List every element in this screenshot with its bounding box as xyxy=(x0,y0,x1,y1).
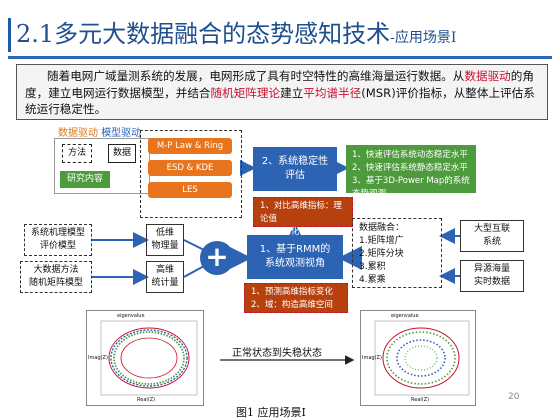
result-3d-power-map: 3、基于3D-Power Map的系统态势观测 xyxy=(352,176,470,199)
fusion-item: 1.矩阵增广 xyxy=(359,236,404,246)
intro-highlight-data-driven: 数据驱动 xyxy=(464,69,511,83)
ring-law-plot-unstable: eigenvalue Real(Z) Imag(Z) xyxy=(360,310,476,406)
method-esd-kde: ESD & KDE xyxy=(148,160,232,176)
result-dynamic: 1、快速评估系统动态稳定水平 xyxy=(352,150,468,160)
intro-text-1: 随着电网广域量测系统的发展，电网形成了具有时空特性的高维海量运行数据。从 xyxy=(47,69,465,83)
transition-label: 正常状态到失稳状态 xyxy=(232,348,322,359)
fusion-title: 数据融合： xyxy=(359,223,405,233)
low-dim-physical: 低维 物理量 xyxy=(146,224,184,256)
ring-law-plot-normal: eigenvalue Real(Z) Imag(Z) xyxy=(86,310,204,406)
legend-title: 数据驱动 模型驱动 xyxy=(58,124,141,139)
hetero-data-line1: 异源海量 xyxy=(473,264,510,274)
high-dim-statistical: 高维 统计量 xyxy=(146,261,184,293)
low-dim-line2: 物理量 xyxy=(151,241,179,251)
rmm-point-1: 1、预测高维指标变化 xyxy=(251,287,333,297)
stability-points: 1、对比高维指标：理论值 2、可视化：3D Power Map xyxy=(253,197,353,250)
rmm-points: 1、预测高维指标变化 2、域：构造高维空间 xyxy=(244,283,348,313)
big-data-model-line1: 大数据方法 xyxy=(33,265,79,275)
fusion-item: 4.累乘 xyxy=(359,275,386,285)
method-mp-ring-law: M-P Law & Ring Law xyxy=(148,138,232,167)
title-divider xyxy=(8,56,552,59)
plot-left-ylabel: Imag(Z) xyxy=(88,355,108,361)
plot-right-xlabel: Real(Z) xyxy=(411,397,430,403)
low-dim-line1: 低维 xyxy=(155,228,174,238)
intro-highlight-msr: 平均谱半径 xyxy=(303,85,362,100)
mechanism-model-line2: 评价模型 xyxy=(39,241,76,251)
stability-point-1: 1、对比高维指标：理论值 xyxy=(260,201,342,224)
page-title-suffix: -应用场景I xyxy=(390,30,457,46)
rmm-box-line2: 系统观测视角 xyxy=(265,258,325,269)
figure-caption: 图1 应用场景I xyxy=(236,406,306,419)
intro-text-4: (MSR)评价指标，从整体上评估系统运行稳定性。 xyxy=(25,85,535,117)
intro-highlight-rmt: 随机矩阵理论 xyxy=(210,85,281,100)
large-system-line1: 大型互联 xyxy=(473,224,510,234)
heterogeneous-realtime-data: 异源海量 实时数据 xyxy=(460,260,524,292)
plot-left-legend: eigenvalue xyxy=(117,313,145,319)
fusion-item: 3.累积 xyxy=(359,262,386,272)
stability-results: 1、快速评估系统动态稳定水平 2、快速评估系统静态稳定水平 3、基于3D-Pow… xyxy=(346,145,476,199)
result-static: 2、快速评估系统静态稳定水平 xyxy=(352,163,468,173)
legend-research-content: 研究内容 xyxy=(60,171,110,188)
legend-method: 方法 xyxy=(62,144,92,163)
mechanism-model-line1: 系统机理模型 xyxy=(30,228,85,238)
stability-box-line1: 2、系统稳定性 xyxy=(261,156,329,167)
large-system-line2: 系统 xyxy=(482,237,501,247)
legend-data: 数据 xyxy=(108,144,136,163)
high-dim-line2: 统计量 xyxy=(151,278,179,288)
rmm-observation-box: 1、基于RMM的 系统观测视角 xyxy=(247,235,343,279)
plot-right-ylabel: Imag(Z) xyxy=(362,355,382,361)
title-accent-bar xyxy=(8,18,11,52)
large-interconnected-system: 大型互联 系统 xyxy=(460,220,524,252)
page-title: 2.1多元大数据融合的态势感知技术-应用场景I xyxy=(16,14,456,49)
intro-text-2: 的角度，建立电网运行数据模型，并结合 xyxy=(25,69,534,100)
plot-left-xlabel: Real(Z) xyxy=(137,397,156,403)
legend-data-driven: 数据驱动 xyxy=(58,128,98,139)
mechanism-model: 系统机理模型 评价模型 xyxy=(24,224,92,256)
fusion-item: 2.矩阵分块 xyxy=(359,249,404,259)
rmm-box-line1: 1、基于RMM的 xyxy=(259,244,331,255)
page-number: 20 xyxy=(508,392,520,402)
hetero-data-line2: 实时数据 xyxy=(473,277,510,287)
high-dim-line1: 高维 xyxy=(155,265,174,275)
intro-paragraph: 随着电网广域量测系统的发展，电网形成了具有时空特性的高维海量运行数据。从数据驱动… xyxy=(16,64,548,120)
intro-text-3: 建立 xyxy=(280,85,304,100)
stability-box-line2: 评估 xyxy=(285,170,305,181)
big-data-model-line2: 随机矩阵模型 xyxy=(28,278,83,288)
plus-icon: + xyxy=(200,241,234,275)
stability-assessment-box: 2、系统稳定性 评估 xyxy=(253,147,337,191)
ring-plot-normal-image xyxy=(100,320,198,396)
legend-model-driven: 模型驱动 xyxy=(101,128,142,139)
methods-group xyxy=(140,130,242,218)
page-title-main: 2.1多元大数据融合的态势感知技术 xyxy=(16,20,391,48)
plot-right-legend: eigenvalue xyxy=(391,313,419,319)
rmm-point-2: 2、域：构造高维空间 xyxy=(251,300,333,310)
method-les: LES xyxy=(148,182,232,198)
data-fusion-box: 数据融合： 1.矩阵增广 2.矩阵分块 3.累积 4.累乘 xyxy=(352,218,442,288)
big-data-model: 大数据方法 随机矩阵模型 xyxy=(20,261,92,293)
ring-plot-unstable-image xyxy=(374,320,470,396)
